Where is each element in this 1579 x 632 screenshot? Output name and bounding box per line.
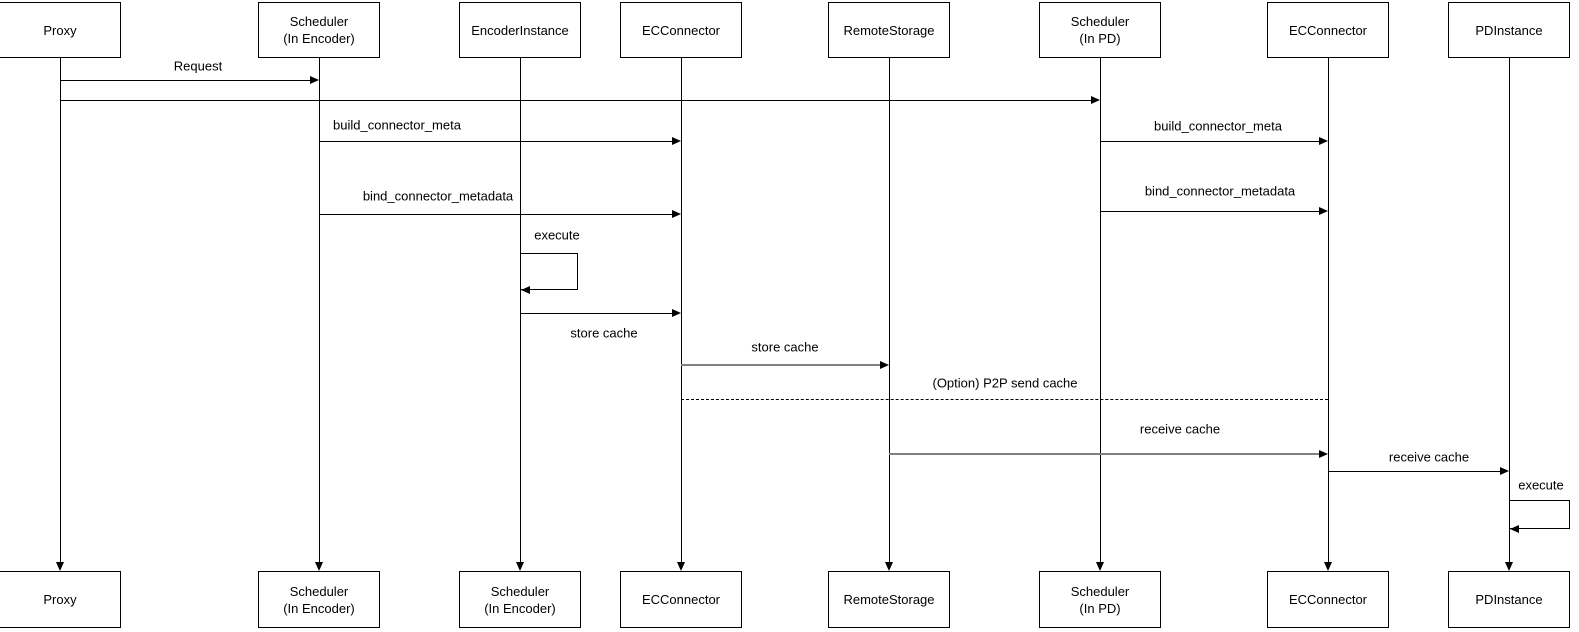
message-build-connector-meta-2-label: build_connector_meta <box>333 117 461 133</box>
message-bind-connector-metadata-4-label: bind_connector_metadata <box>362 188 514 204</box>
message-store-cache-7-label: store cache <box>751 339 819 355</box>
message-bind-connector-metadata-5-label: bind_connector_metadata <box>1144 183 1296 199</box>
lifeline-pd-instance-arrowhead-icon <box>1505 562 1513 571</box>
message-store-cache-7-arrowhead-icon <box>880 361 889 369</box>
participant-bottom-scheduler-pd: Scheduler (In PD) <box>1039 571 1161 628</box>
lifeline-ec-connector-2 <box>1328 58 1329 563</box>
self-loop-encoder-instance <box>520 253 578 290</box>
participant-top-remote-storage: RemoteStorage <box>828 2 950 58</box>
message-store-cache-6-arrowhead-icon <box>672 309 681 317</box>
message-request-0-arrowhead-icon <box>310 76 319 84</box>
message-receive-cache-10-arrowhead-icon <box>1500 467 1509 475</box>
lifeline-encoder-instance-arrowhead-icon <box>516 562 524 571</box>
message-receive-cache-9-line <box>889 453 1320 455</box>
message-receive-cache-9-arrowhead-icon <box>1319 450 1328 458</box>
message-option-p2p-send-cache-8-label: (Option) P2P send cache <box>932 375 1078 391</box>
participant-bottom-scheduler-encoder: Scheduler (In Encoder) <box>258 571 380 628</box>
message-store-cache-6-label: store cache <box>570 325 638 341</box>
message-request-0-label: Request <box>173 58 223 74</box>
participant-top-pd-instance: PDInstance <box>1448 2 1570 58</box>
message-request-0-line <box>60 80 311 81</box>
participant-bottom-pd-instance: PDInstance <box>1448 571 1570 628</box>
lifeline-ec-connector-1 <box>681 58 682 563</box>
message-build-connector-meta-2-arrowhead-icon <box>672 137 681 145</box>
message-receive-cache-9-label: receive cache <box>1139 421 1221 437</box>
participant-top-proxy: Proxy <box>0 2 121 58</box>
self-loop-encoder-instance-arrowhead-icon <box>521 286 530 294</box>
lifeline-proxy-arrowhead-icon <box>56 562 64 571</box>
message-build-connector-meta-3-label: build_connector_meta <box>1154 118 1282 134</box>
message-unlabeled-1-arrowhead-icon <box>1091 96 1100 104</box>
lifeline-remote-storage-arrowhead-icon <box>885 562 893 571</box>
message-bind-connector-metadata-4-arrowhead-icon <box>672 210 681 218</box>
lifeline-pd-instance <box>1509 58 1510 563</box>
message-bind-connector-metadata-5-arrowhead-icon <box>1319 207 1328 215</box>
message-store-cache-7-line <box>681 364 881 366</box>
participant-bottom-encoder-instance: Scheduler (In Encoder) <box>459 571 581 628</box>
participant-bottom-remote-storage: RemoteStorage <box>828 571 950 628</box>
message-build-connector-meta-3-line <box>1100 141 1320 142</box>
lifeline-ec-connector-1-arrowhead-icon <box>677 562 685 571</box>
lifeline-ec-connector-2-arrowhead-icon <box>1324 562 1332 571</box>
lifeline-remote-storage <box>889 58 890 563</box>
message-receive-cache-10-label: receive cache <box>1388 449 1470 465</box>
self-loop-pd-instance-label: execute <box>1518 477 1564 493</box>
participant-bottom-ec-connector-1: ECConnector <box>620 571 742 628</box>
message-build-connector-meta-3-arrowhead-icon <box>1319 137 1328 145</box>
participant-top-ec-connector-2: ECConnector <box>1267 2 1389 58</box>
lifeline-scheduler-encoder <box>319 58 320 563</box>
participant-top-scheduler-encoder: Scheduler (In Encoder) <box>258 2 380 58</box>
participant-top-ec-connector-1: ECConnector <box>620 2 742 58</box>
lifeline-scheduler-pd <box>1100 58 1101 563</box>
message-receive-cache-10-line <box>1328 471 1501 472</box>
lifeline-proxy <box>60 58 61 563</box>
participant-top-scheduler-pd: Scheduler (In PD) <box>1039 2 1161 58</box>
participant-bottom-proxy: Proxy <box>0 571 121 628</box>
message-bind-connector-metadata-5-line <box>1100 211 1320 212</box>
lifeline-encoder-instance <box>520 58 521 563</box>
self-loop-pd-instance <box>1509 500 1570 529</box>
participant-bottom-ec-connector-2: ECConnector <box>1267 571 1389 628</box>
message-build-connector-meta-2-line <box>319 141 673 142</box>
self-loop-pd-instance-arrowhead-icon <box>1510 525 1519 533</box>
lifeline-scheduler-encoder-arrowhead-icon <box>315 562 323 571</box>
message-option-p2p-send-cache-8-line <box>681 399 1328 400</box>
message-unlabeled-1-line <box>60 100 1092 101</box>
message-store-cache-6-line <box>520 313 673 314</box>
self-loop-encoder-instance-label: execute <box>534 227 580 243</box>
participant-top-encoder-instance: EncoderInstance <box>459 2 581 58</box>
message-bind-connector-metadata-4-line <box>319 214 673 215</box>
lifeline-scheduler-pd-arrowhead-icon <box>1096 562 1104 571</box>
